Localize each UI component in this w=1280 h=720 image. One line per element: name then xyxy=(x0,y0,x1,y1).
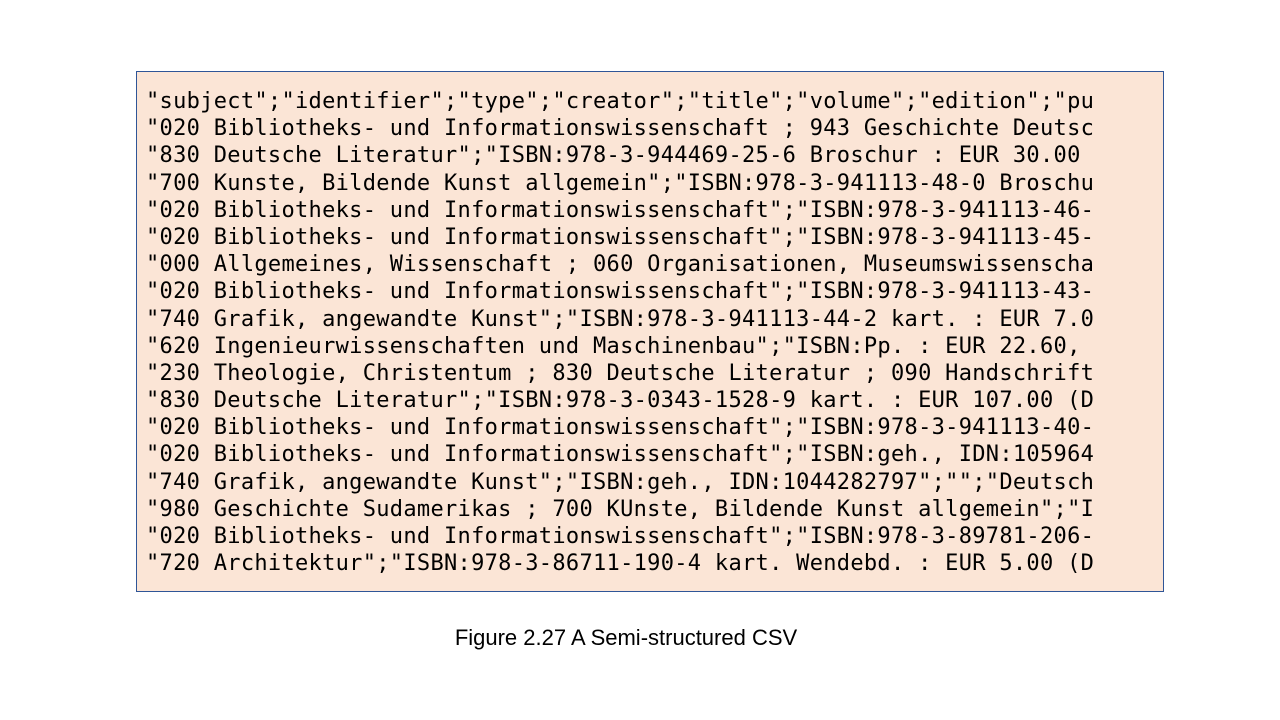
csv-line: "020 Bibliotheks- und Informationswissen… xyxy=(146,415,1095,441)
csv-line: "020 Bibliotheks- und Informationswissen… xyxy=(146,224,1095,250)
csv-line: "620 Ingenieurwissenschaften und Maschin… xyxy=(146,333,1081,359)
csv-lines: "subject";"identifier";"type";"creator";… xyxy=(146,88,1094,577)
csv-text-box: "subject";"identifier";"type";"creator";… xyxy=(136,71,1164,592)
csv-line: "000 Allgemeines, Wissenschaft ; 060 Org… xyxy=(146,252,1095,278)
csv-line: "700 Kunste, Bildende Kunst allgemein";"… xyxy=(146,170,1095,196)
csv-line: "830 Deutsche Literatur";"ISBN:978-3-944… xyxy=(146,143,1081,169)
csv-line: "720 Architektur";"ISBN:978-3-86711-190-… xyxy=(146,551,1095,577)
csv-line: "230 Theologie, Christentum ; 830 Deutsc… xyxy=(146,360,1095,386)
csv-line: "020 Bibliotheks- und Informationswissen… xyxy=(146,524,1095,549)
csv-line: "020 Bibliotheks- und Informationswissen… xyxy=(146,442,1095,468)
figure-caption: Figure 2.27 A Semi-structured CSV xyxy=(454,625,798,650)
csv-line: "980 Geschichte Sudamerikas ; 700 KUnste… xyxy=(146,496,1095,522)
csv-line: "830 Deutsche Literatur";"ISBN:978-3-034… xyxy=(146,388,1095,414)
csv-line: "020 Bibliotheks- und Informationswissen… xyxy=(146,279,1095,305)
csv-line: "subject";"identifier";"type";"creator";… xyxy=(146,89,1095,114)
csv-line: "020 Bibliotheks- und Informationswissen… xyxy=(146,116,1095,142)
csv-line: "740 Grafik, angewandte Kunst";"ISBN:978… xyxy=(146,306,1095,332)
csv-line: "740 Grafik, angewandte Kunst";"ISBN:geh… xyxy=(146,469,1095,495)
csv-line: "020 Bibliotheks- und Informationswissen… xyxy=(146,197,1095,223)
